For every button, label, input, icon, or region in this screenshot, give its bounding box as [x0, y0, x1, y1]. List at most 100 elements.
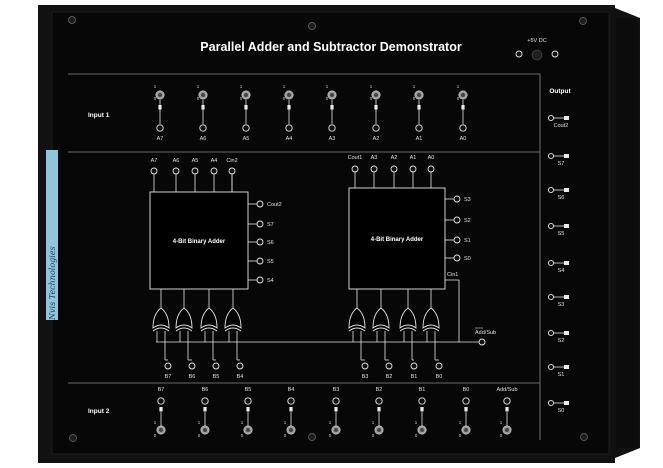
adder-right-bottom-socket[interactable]: [410, 362, 418, 370]
adder-left-right-socket[interactable]: [256, 220, 264, 228]
input2-b6-led: [203, 407, 207, 412]
input2-b6-switch-lever[interactable]: [203, 428, 207, 432]
input1-a3-switch-lever[interactable]: [330, 93, 334, 97]
input2-b2-switch-lever[interactable]: [377, 428, 381, 432]
input2-label: Input 2: [88, 408, 110, 415]
adder-left-right-pin-label: S4: [267, 278, 274, 284]
adder-left-right-socket[interactable]: [256, 200, 264, 208]
input2-b0-switch-lever[interactable]: [464, 428, 468, 432]
input2-b5-switch-lever[interactable]: [246, 428, 250, 432]
adder-right-right-socket[interactable]: [453, 216, 461, 224]
input1-a4-pin-label: A4: [286, 136, 293, 142]
input1-a7-socket[interactable]: [156, 124, 164, 132]
adder-right-right-pin-label: S0: [464, 256, 471, 262]
adder-right-top-socket[interactable]: [409, 165, 417, 173]
input1-a0-socket[interactable]: [459, 124, 467, 132]
input2-b4-switch-lever[interactable]: [289, 428, 293, 432]
input2-b3-socket[interactable]: [332, 397, 340, 405]
output-s6-socket[interactable]: [547, 186, 555, 194]
input1-a3-led: [330, 105, 334, 110]
input1-a3-socket[interactable]: [328, 124, 336, 132]
adder-right-right-socket[interactable]: [453, 195, 461, 203]
input1-a5-socket[interactable]: [242, 124, 250, 132]
input2-b1-led: [420, 407, 424, 412]
adder-left-top-pin-label: Cin2: [226, 158, 237, 164]
adder-left-right-socket[interactable]: [256, 238, 264, 246]
input2-b3-switch-lever[interactable]: [334, 428, 338, 432]
input1-a0-switch-lever[interactable]: [461, 93, 465, 97]
adder-left-top-socket[interactable]: [191, 167, 199, 175]
input1-a1-switch-lever[interactable]: [417, 93, 421, 97]
output-s4-socket[interactable]: [547, 259, 555, 267]
screw: [579, 17, 587, 25]
input2-b1-socket[interactable]: [418, 397, 426, 405]
panel: [51, 11, 610, 455]
adder-right-top-socket[interactable]: [390, 165, 398, 173]
output-s1-led: [564, 365, 569, 369]
output-s3-socket[interactable]: [547, 293, 555, 301]
input2-b1-switch-lever[interactable]: [420, 428, 424, 432]
output-s7-socket[interactable]: [547, 152, 555, 160]
adder-left-xor-gate: [200, 307, 218, 329]
adder-left-block: [149, 191, 249, 290]
adder-right-top-socket[interactable]: [370, 165, 378, 173]
input1-a4-switch-lever[interactable]: [287, 93, 291, 97]
input2-b6-socket[interactable]: [201, 397, 209, 405]
input1-a2-socket[interactable]: [372, 124, 380, 132]
output-s1-socket[interactable]: [547, 363, 555, 371]
adder-left-top-socket[interactable]: [228, 167, 236, 175]
output-cout2-socket[interactable]: [547, 114, 555, 122]
input2-b7-switch-lever[interactable]: [159, 428, 163, 432]
adder-right-top-socket[interactable]: [427, 165, 435, 173]
adder-right-right-socket[interactable]: [453, 254, 461, 262]
input2-add-sub-socket[interactable]: [503, 397, 511, 405]
adder-left-bottom-pin-label: B6: [189, 374, 196, 380]
output-cout2-led: [564, 116, 569, 120]
input1-a1-socket[interactable]: [415, 124, 423, 132]
output-s5-socket[interactable]: [547, 222, 555, 230]
adder-right-right-socket[interactable]: [453, 236, 461, 244]
input1-a0-low-label: 0: [457, 96, 460, 101]
input1-a2-switch-lever[interactable]: [374, 93, 378, 97]
power-socket-ground[interactable]: [551, 50, 559, 58]
adder-right-bottom-socket[interactable]: [435, 362, 443, 370]
output-cout2-label: Cout2: [554, 123, 569, 129]
input2-b0-socket[interactable]: [462, 397, 470, 405]
adder-left-right-socket[interactable]: [256, 276, 264, 284]
output-s7-led: [564, 154, 569, 158]
input1-a2-pin-label: A2: [373, 136, 380, 142]
power-socket-positive[interactable]: [515, 50, 523, 58]
adder-left-bottom-socket[interactable]: [164, 362, 172, 370]
input1-a6-socket[interactable]: [199, 124, 207, 132]
adder-left-bottom-socket[interactable]: [188, 362, 196, 370]
input2-b5-socket[interactable]: [244, 397, 252, 405]
input2-add-sub-switch-lever[interactable]: [505, 428, 509, 432]
adder-left-top-socket[interactable]: [150, 167, 158, 175]
input1-a7-switch-lever[interactable]: [158, 93, 162, 97]
adder-left-xor-gate: [152, 307, 170, 329]
adder-left-top-socket[interactable]: [172, 167, 180, 175]
input2-b3-low-label: 0: [329, 433, 332, 438]
adder-left-bottom-socket[interactable]: [236, 362, 244, 370]
add-sub-socket[interactable]: [478, 338, 486, 346]
adder-right-top-pin-label: A2: [391, 155, 398, 161]
adder-right-right-pin-label: S1: [464, 238, 471, 244]
adder-right-bottom-socket[interactable]: [361, 362, 369, 370]
adder-left-bottom-socket[interactable]: [212, 362, 220, 370]
adder-right-xor-gate-back-curve: [348, 327, 366, 332]
input1-a5-switch-lever[interactable]: [244, 93, 248, 97]
input2-b2-socket[interactable]: [375, 397, 383, 405]
adder-right-block: [348, 187, 446, 290]
adder-right-bottom-socket[interactable]: [385, 362, 393, 370]
input1-a6-switch-lever[interactable]: [201, 93, 205, 97]
adder-left-right-socket[interactable]: [256, 257, 264, 265]
output-s0-label: S0: [558, 408, 565, 414]
adder-left-top-socket[interactable]: [210, 167, 218, 175]
input2-b4-socket[interactable]: [287, 397, 295, 405]
input2-b7-socket[interactable]: [157, 397, 165, 405]
output-s0-socket[interactable]: [547, 399, 555, 407]
input1-a4-socket[interactable]: [285, 124, 293, 132]
adder-right-top-socket[interactable]: [351, 165, 359, 173]
output-s2-socket[interactable]: [547, 329, 555, 337]
